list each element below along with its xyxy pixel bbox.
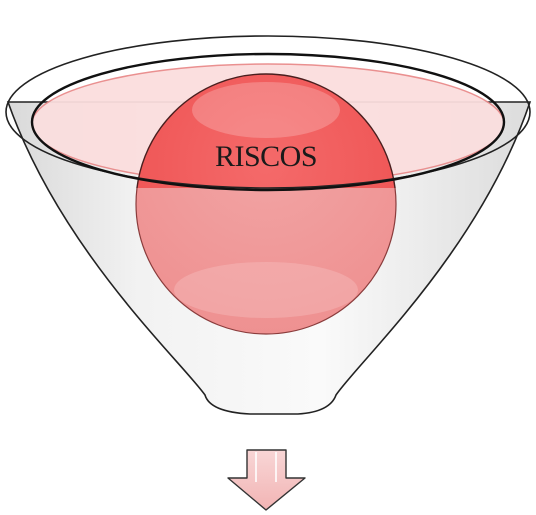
down-arrow-icon: [227, 449, 306, 511]
funnel-rim-inner: [30, 52, 506, 192]
ball-label: RISCOS: [215, 140, 317, 173]
ball-lower: [135, 188, 397, 335]
ball-upper: [136, 73, 396, 188]
funnel-rim-outer: [5, 35, 531, 189]
